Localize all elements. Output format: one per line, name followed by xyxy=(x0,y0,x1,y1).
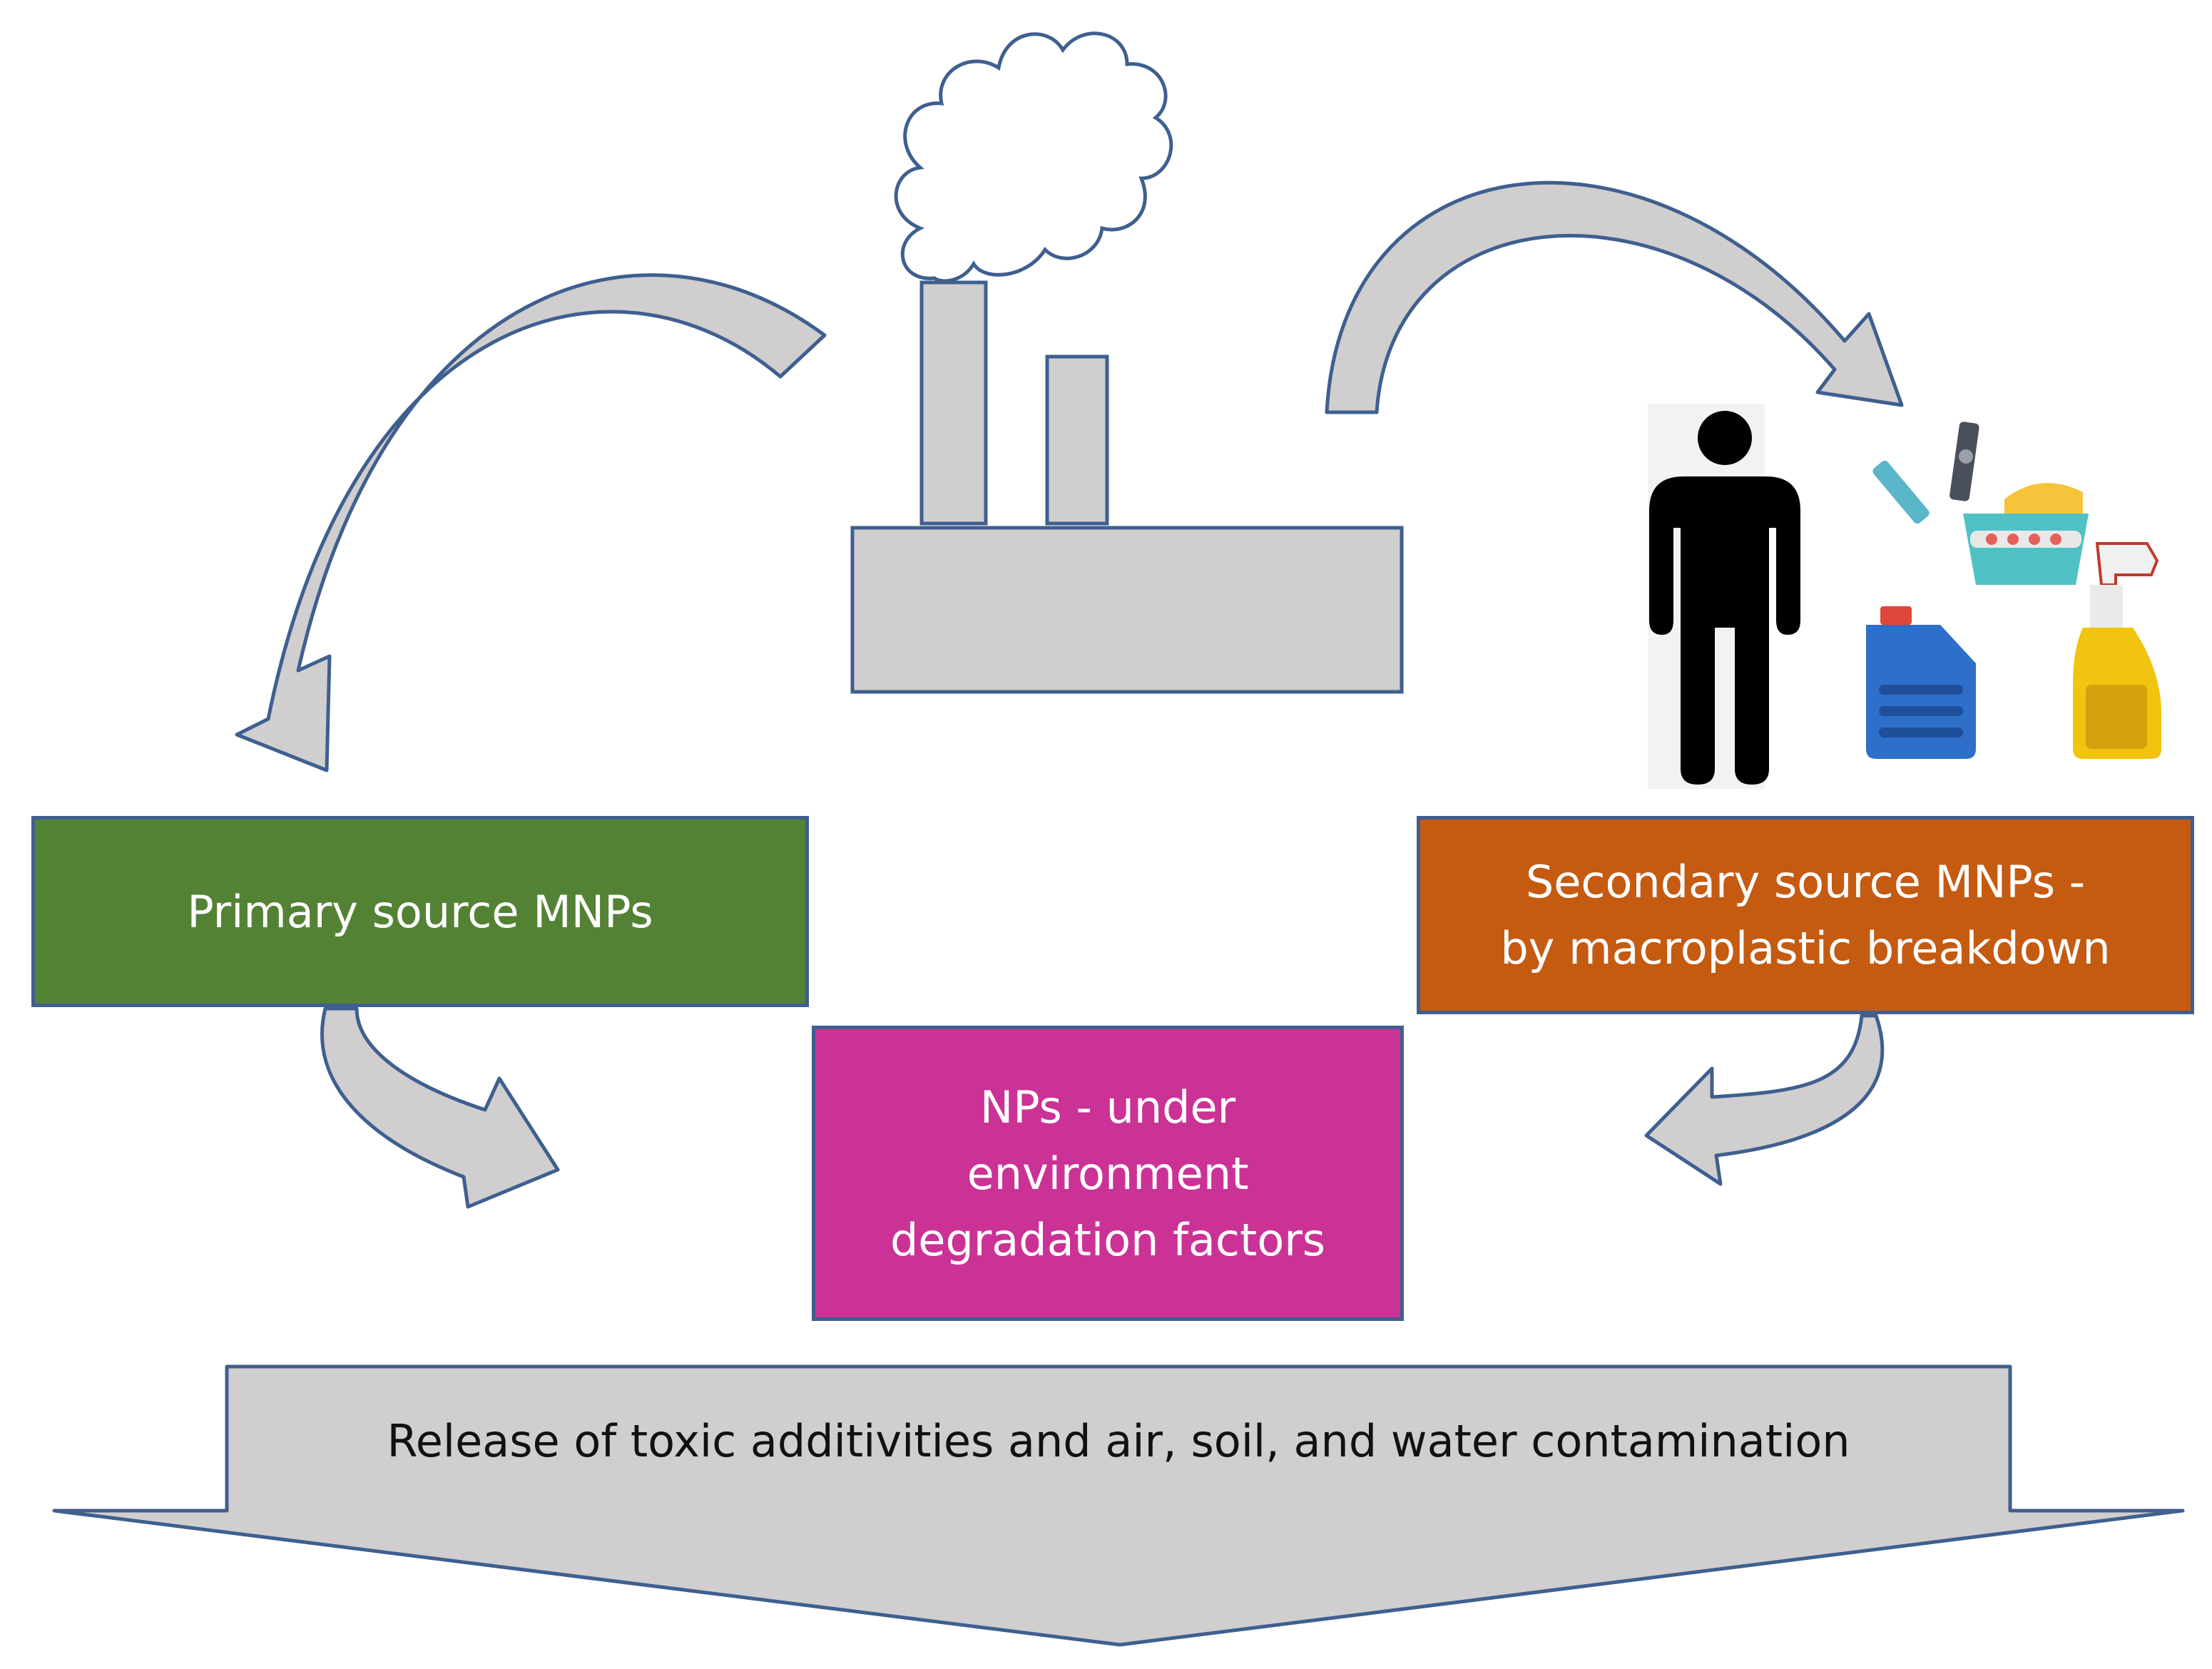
clothespin-icon xyxy=(1872,422,1979,524)
factory-building xyxy=(850,526,1404,694)
arrow-secondary-to-np xyxy=(1644,1014,1885,1186)
secondary-source-box: Secondary source MNPs - by macroplastic … xyxy=(1417,816,2194,1014)
laundry-basket-icon xyxy=(1963,483,2089,585)
detergent-bottle-icon xyxy=(1866,606,1976,759)
factory-chimney-tall xyxy=(919,280,988,526)
release-arrow xyxy=(52,1364,2185,1647)
release-label: Release of toxic additivities and air, s… xyxy=(387,1414,1850,1467)
spray-bottle-icon xyxy=(2073,542,2161,759)
factory-icon xyxy=(850,280,1404,694)
secondary-source-label-line1: Secondary source MNPs - xyxy=(1525,856,2086,908)
np-degradation-box: NPs - under environment degradation fact… xyxy=(812,1026,1404,1321)
primary-source-box: Primary source MNPs xyxy=(31,816,809,1007)
person-icon xyxy=(1648,404,1800,789)
secondary-source-label-line2: by macroplastic breakdown xyxy=(1500,922,2111,974)
arrow-factory-to-secondary xyxy=(1325,180,1904,414)
np-label-line1: NPs - under xyxy=(979,1081,1236,1133)
primary-source-label: Primary source MNPs xyxy=(187,885,653,938)
arrow-primary-to-np xyxy=(320,1006,560,1209)
np-label-line2: environment xyxy=(967,1147,1249,1200)
arrow-factory-to-primary xyxy=(235,273,827,772)
factory-chimney-short xyxy=(1045,354,1109,526)
np-label-line3: degradation factors xyxy=(890,1213,1326,1266)
smoke-cloud-icon xyxy=(894,31,1173,283)
